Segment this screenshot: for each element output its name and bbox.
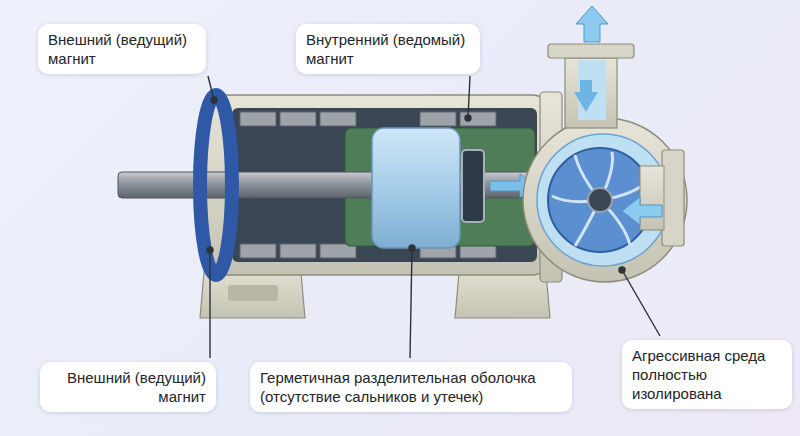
outlet-arrow [576, 6, 608, 42]
inlet-flange [662, 150, 684, 246]
inner-magnet [372, 128, 460, 248]
outlet-flange [548, 44, 634, 58]
impeller-blades [552, 152, 648, 246]
inlet-pipe [640, 166, 664, 230]
outer-magnet-ring [200, 95, 232, 275]
outlet-pipe [565, 58, 617, 128]
callout-text: Агрессивная среда полностью изолирована [632, 346, 782, 403]
callout-box: Агрессивная среда полностью изолирована [622, 340, 792, 409]
callout-text: Внешний (ведущий) магнит [50, 368, 206, 406]
foot-slot [228, 285, 278, 301]
bearing [462, 150, 484, 222]
callout-text: Внешний (ведущий) магнит [48, 30, 196, 68]
leader-lines [207, 76, 660, 358]
callout-box: Внутренний (ведомый) магнит [296, 24, 480, 74]
impeller-hub [588, 188, 612, 212]
callout-box: Герметичная разделительная оболочка (отс… [250, 362, 572, 412]
callout-box: Внешний (ведущий) магнит [40, 362, 216, 412]
flow-arrow [574, 80, 598, 112]
volute-chamber [537, 134, 669, 266]
volute-casing [523, 118, 687, 282]
callout-text: Герметичная разделительная оболочка (отс… [260, 368, 562, 406]
callout-text: Внутренний (ведомый) магнит [306, 30, 470, 68]
callout-box: Внешний (ведущий) магнит [38, 24, 206, 74]
inlet-arrow [622, 197, 662, 225]
